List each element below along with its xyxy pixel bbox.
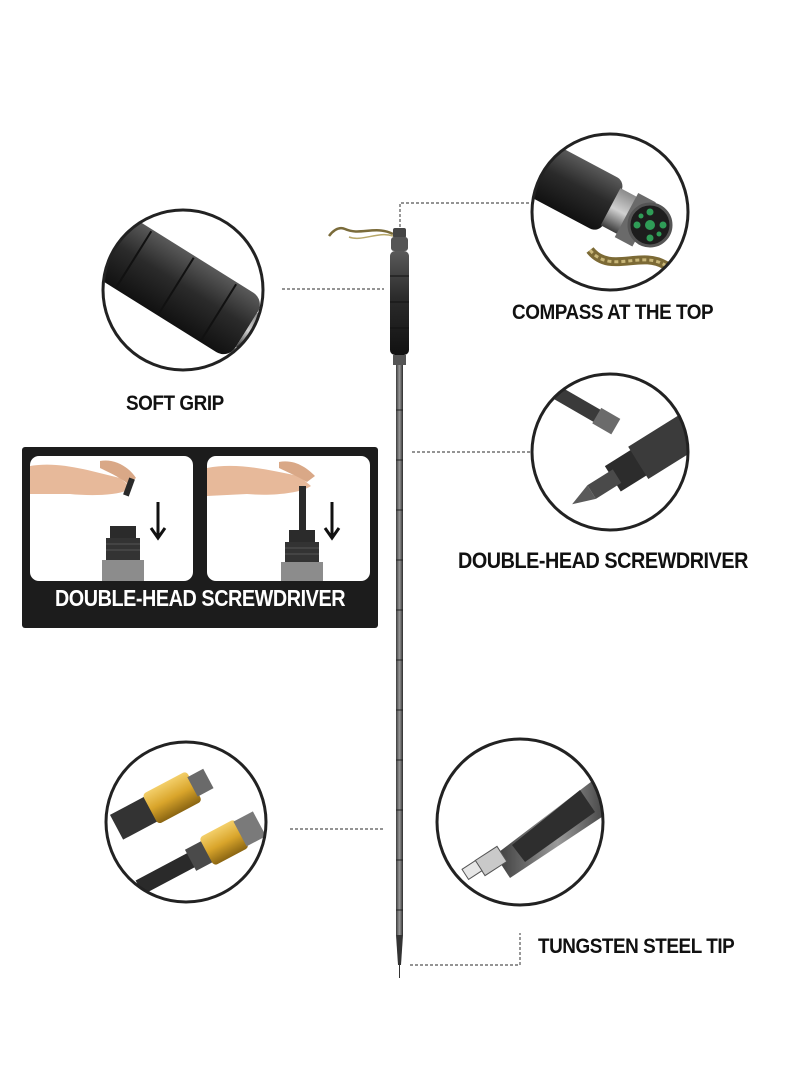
- step-photo-1: [30, 456, 193, 581]
- fire-starter-detail-circle: [104, 740, 268, 904]
- trekking-pole: [328, 227, 409, 978]
- step-photo-2: [207, 456, 370, 581]
- soft-grip-detail-circle: [101, 208, 265, 372]
- screwdriver-detail-circle: [530, 372, 690, 532]
- compass-label: COMPASS AT THE TOP: [512, 301, 714, 324]
- tungsten-tip-label: TUNGSTEN STEEL TIP: [538, 935, 735, 958]
- soft-grip-label: SOFT GRIP: [126, 392, 224, 415]
- screwdriver-label: DOUBLE-HEAD SCREWDRIVER: [458, 548, 748, 573]
- panel-caption: DOUBLE-HEAD SCREWDRIVER: [54, 585, 346, 611]
- screwdriver-steps-panel: DOUBLE-HEAD SCREWDRIVER: [22, 447, 378, 628]
- down-arrow-icon: [323, 502, 341, 541]
- down-arrow-icon: [149, 502, 167, 541]
- callout-lines: [282, 202, 533, 966]
- compass-detail-circle: [530, 132, 690, 292]
- tungsten-tip-detail-circle: [435, 737, 605, 907]
